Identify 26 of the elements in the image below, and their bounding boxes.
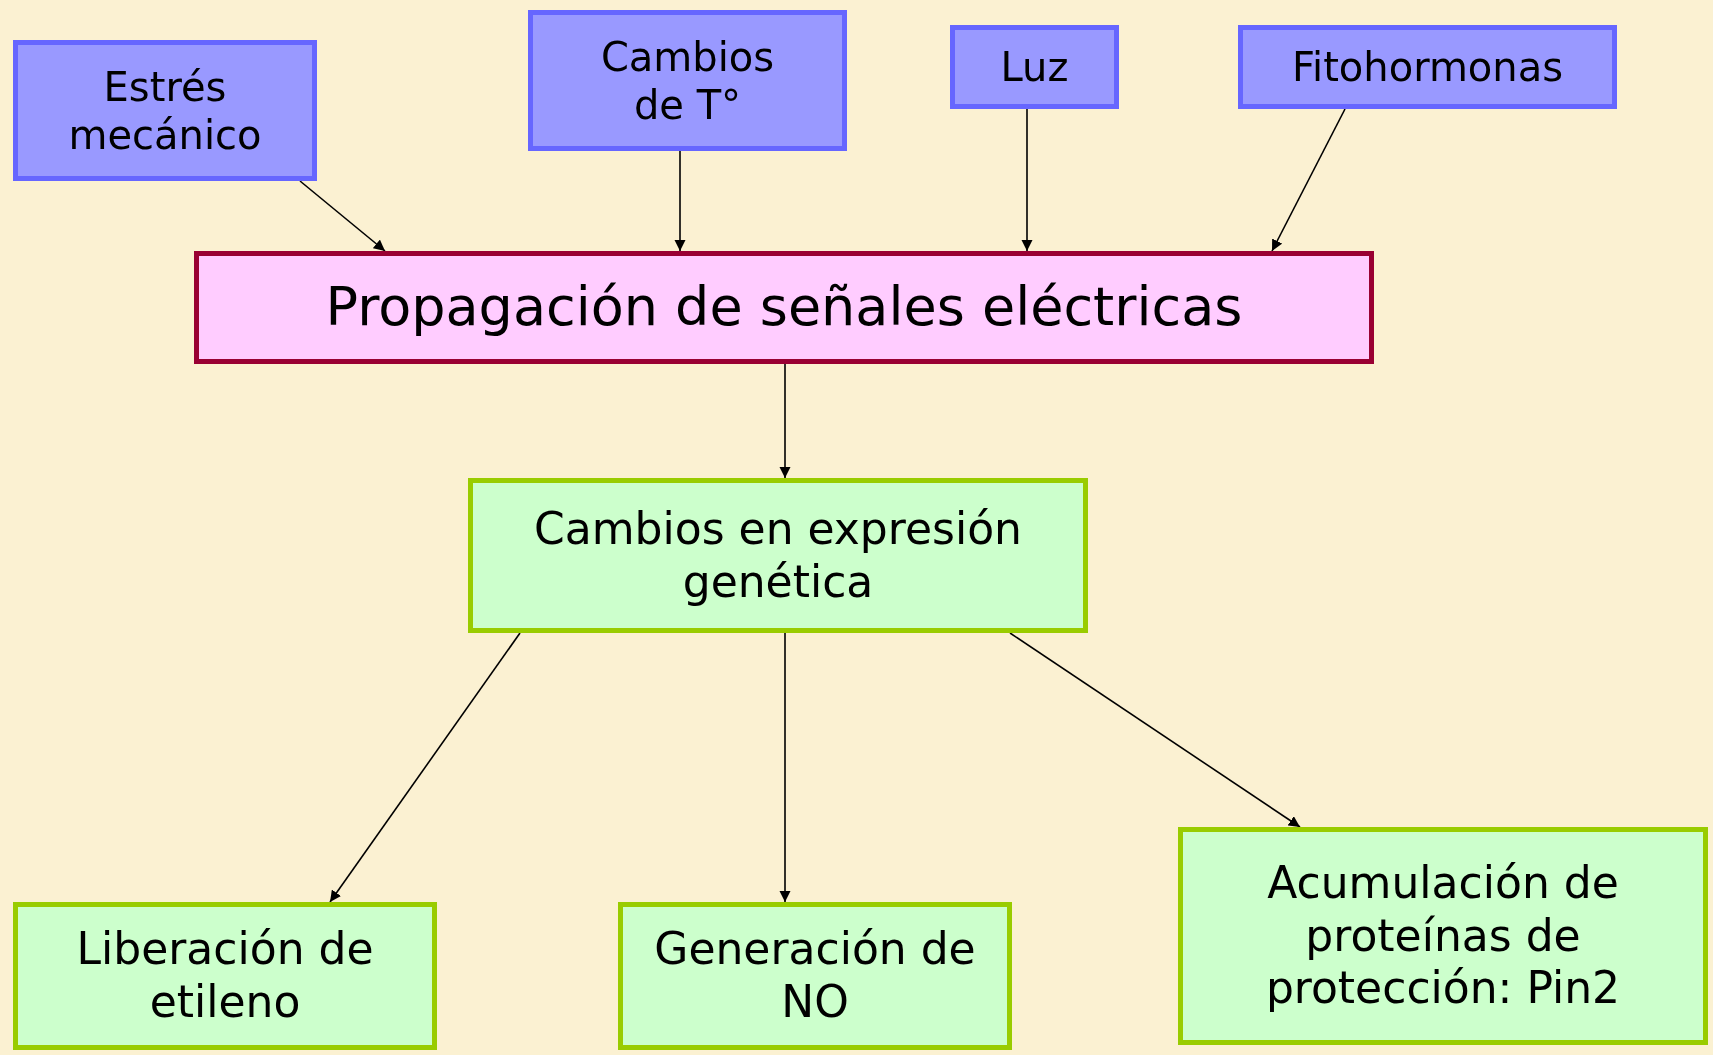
arrow <box>299 180 386 252</box>
arrow <box>329 632 521 903</box>
input-box <box>950 25 1119 109</box>
node-label: Estrés mecánico <box>67 62 263 159</box>
node-label: Luz <box>1000 43 1069 91</box>
input-box <box>1238 25 1617 109</box>
process-box <box>194 251 1374 364</box>
effect-box <box>13 902 437 1050</box>
arrow <box>1271 108 1346 252</box>
node-label: Propagación de señales eléctricas <box>325 275 1243 340</box>
effect-box <box>468 478 1088 633</box>
arrow <box>779 632 791 903</box>
node-label: Generación de NO <box>653 923 977 1029</box>
effect-box <box>1178 827 1708 1045</box>
arrow <box>1009 632 1301 828</box>
node-label: Liberación de etileno <box>75 923 375 1029</box>
node-label: Acumulación de proteínas de protección: Pin2 <box>1264 856 1622 1016</box>
arrow <box>779 363 791 479</box>
arrow <box>674 150 686 252</box>
effect-box <box>618 902 1012 1050</box>
input-box <box>13 40 317 181</box>
arrow <box>1021 108 1033 252</box>
input-box <box>528 10 847 151</box>
node-label: Cambios de T° <box>599 32 776 129</box>
node-label: Fitohormonas <box>1291 43 1564 91</box>
node-label: Cambios en expresión genética <box>533 502 1023 609</box>
